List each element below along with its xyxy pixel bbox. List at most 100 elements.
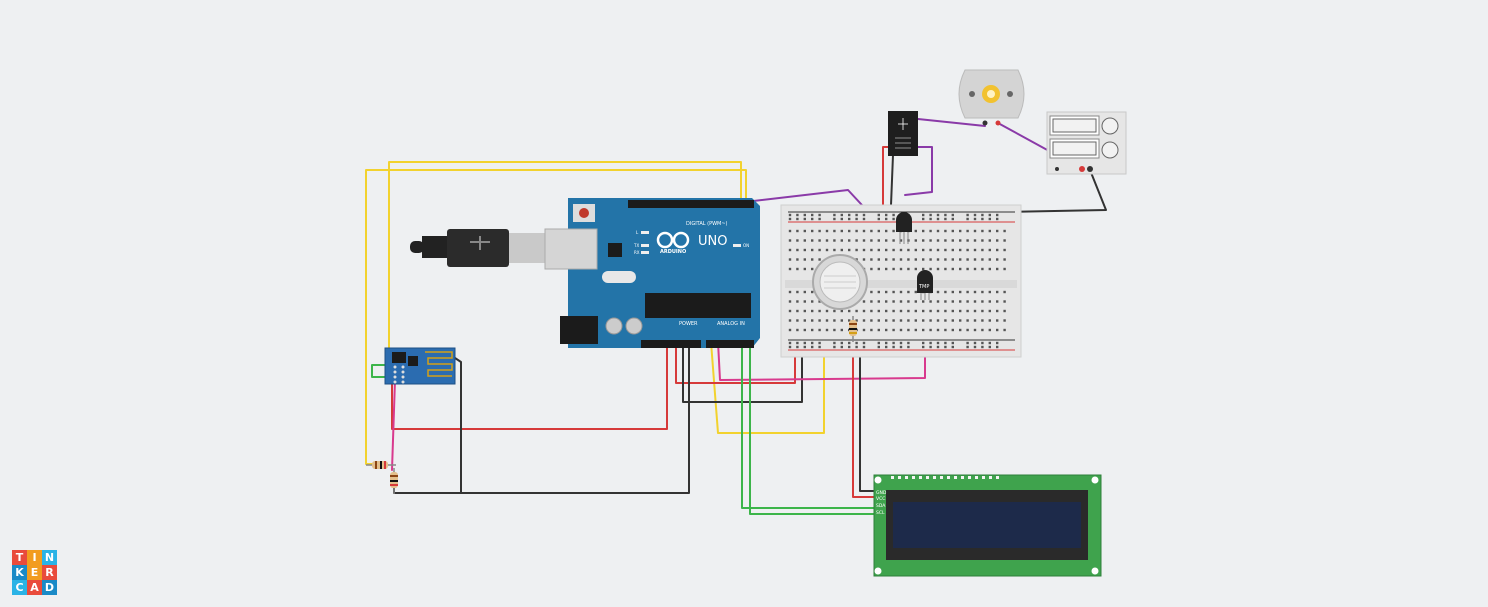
breadboard-hole[interactable]	[936, 239, 940, 242]
breadboard-hole[interactable]	[877, 319, 880, 322]
breadboard-hole[interactable]	[914, 239, 917, 242]
breadboard-hole[interactable]	[959, 248, 962, 252]
breadboard-hole[interactable]	[803, 300, 806, 303]
breadboard-hole[interactable]	[899, 267, 903, 271]
breadboard-hole[interactable]	[951, 213, 954, 217]
breadboard-hole[interactable]	[788, 319, 792, 322]
breadboard-hole[interactable]	[981, 341, 984, 345]
breadboard-hole[interactable]	[951, 239, 954, 242]
breadboard-hole[interactable]	[796, 217, 799, 221]
breadboard-hole[interactable]	[951, 258, 954, 261]
breadboard-hole[interactable]	[899, 290, 903, 294]
breadboard-hole[interactable]	[840, 341, 843, 345]
breadboard-hole[interactable]	[966, 267, 969, 271]
breadboard-hole[interactable]	[951, 328, 954, 332]
breadboard-hole[interactable]	[877, 328, 880, 332]
breadboard-hole[interactable]	[862, 229, 866, 233]
breadboard-hole[interactable]	[855, 319, 858, 322]
breadboard-hole[interactable]	[966, 300, 969, 303]
breadboard-hole[interactable]	[885, 290, 888, 294]
breadboard-hole[interactable]	[892, 229, 895, 233]
breadboard-hole[interactable]	[936, 290, 940, 294]
breadboard-hole[interactable]	[959, 319, 962, 322]
breadboard-hole[interactable]	[833, 229, 836, 233]
wire-black-3[interactable]	[454, 357, 462, 494]
breadboard-hole[interactable]	[825, 248, 829, 252]
breadboard-hole[interactable]	[877, 309, 880, 313]
breadboard-hole[interactable]	[1003, 248, 1006, 252]
breadboard-hole[interactable]	[862, 217, 866, 221]
breadboard-hole[interactable]	[996, 328, 999, 332]
breadboard-hole[interactable]	[981, 300, 984, 303]
breadboard-hole[interactable]	[877, 290, 880, 294]
breadboard-hole[interactable]	[892, 319, 895, 322]
breadboard-hole[interactable]	[796, 328, 799, 332]
breadboard-hole[interactable]	[885, 341, 888, 345]
breadboard-hole[interactable]	[914, 267, 917, 271]
breadboard-hole[interactable]	[951, 345, 954, 349]
breadboard-hole[interactable]	[973, 309, 977, 313]
breadboard-hole[interactable]	[885, 239, 888, 242]
breadboard-hole[interactable]	[936, 341, 940, 345]
breadboard-hole[interactable]	[796, 258, 799, 261]
wire-black-lcd[interactable]	[859, 321, 877, 492]
breadboard-hole[interactable]	[862, 258, 866, 261]
breadboard-hole[interactable]	[988, 341, 991, 345]
wire-yellow-2[interactable]	[365, 169, 747, 465]
breadboard-hole[interactable]	[803, 309, 806, 313]
breadboard-hole[interactable]	[929, 248, 932, 252]
breadboard-hole[interactable]	[848, 239, 851, 242]
breadboard-hole[interactable]	[855, 217, 858, 221]
breadboard-hole[interactable]	[862, 328, 866, 332]
breadboard-hole[interactable]	[848, 309, 851, 313]
breadboard-hole[interactable]	[951, 217, 954, 221]
breadboard-hole[interactable]	[788, 213, 792, 217]
breadboard-hole[interactable]	[788, 248, 792, 252]
breadboard-hole[interactable]	[855, 309, 858, 313]
breadboard-hole[interactable]	[885, 345, 888, 349]
breadboard-hole[interactable]	[988, 217, 991, 221]
breadboard-hole[interactable]	[848, 229, 851, 233]
breadboard-hole[interactable]	[981, 290, 984, 294]
breadboard-hole[interactable]	[899, 248, 903, 252]
breadboard-hole[interactable]	[796, 345, 799, 349]
breadboard-hole[interactable]	[803, 341, 806, 345]
breadboard-hole[interactable]	[796, 248, 799, 252]
breadboard-hole[interactable]	[988, 328, 991, 332]
breadboard-hole[interactable]	[803, 229, 806, 233]
breadboard-hole[interactable]	[796, 319, 799, 322]
breadboard-hole[interactable]	[907, 319, 910, 322]
breadboard-hole[interactable]	[996, 341, 999, 345]
breadboard-hole[interactable]	[899, 341, 903, 345]
breadboard-hole[interactable]	[870, 248, 873, 252]
breadboard-hole[interactable]	[818, 258, 821, 261]
breadboard-hole[interactable]	[929, 239, 932, 242]
breadboard-hole[interactable]	[818, 345, 821, 349]
breadboard-hole[interactable]	[981, 267, 984, 271]
tinkercad-logo[interactable]: T I N K E R C A D	[12, 550, 57, 595]
breadboard-hole[interactable]	[788, 328, 792, 332]
breadboard-hole[interactable]	[870, 309, 873, 313]
breadboard-hole[interactable]	[855, 213, 858, 217]
breadboard-hole[interactable]	[862, 345, 866, 349]
breadboard-hole[interactable]	[1003, 300, 1006, 303]
breadboard-hole[interactable]	[885, 213, 888, 217]
breadboard-hole[interactable]	[848, 319, 851, 322]
breadboard-hole[interactable]	[877, 267, 880, 271]
breadboard-hole[interactable]	[973, 345, 977, 349]
breadboard-hole[interactable]	[833, 213, 836, 217]
wire-green-1[interactable]	[741, 341, 877, 509]
breadboard-hole[interactable]	[811, 239, 814, 242]
breadboard-hole[interactable]	[870, 239, 873, 242]
breadboard-hole[interactable]	[996, 345, 999, 349]
breadboard-hole[interactable]	[973, 319, 977, 322]
wire-red-1[interactable]	[391, 341, 668, 430]
breadboard-hole[interactable]	[936, 258, 940, 261]
breadboard-hole[interactable]	[959, 300, 962, 303]
breadboard-hole[interactable]	[855, 248, 858, 252]
breadboard-hole[interactable]	[811, 213, 814, 217]
breadboard-hole[interactable]	[929, 267, 932, 271]
breadboard-hole[interactable]	[907, 290, 910, 294]
breadboard-hole[interactable]	[973, 248, 977, 252]
breadboard-hole[interactable]	[803, 239, 806, 242]
